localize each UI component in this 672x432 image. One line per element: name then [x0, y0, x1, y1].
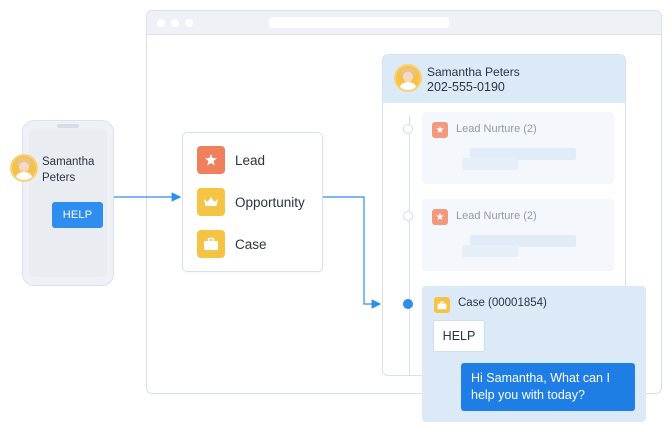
phone-notch: [57, 124, 79, 128]
timeline-dot: [403, 211, 413, 221]
briefcase-icon: [197, 230, 225, 258]
message-placeholder: [470, 148, 576, 160]
timeline-line: [409, 115, 410, 375]
address-bar: [269, 17, 449, 28]
avatar: [394, 64, 422, 92]
contact-first-name: Samantha: [42, 156, 95, 168]
contact-last-name: Peters: [42, 172, 76, 184]
menu-item-opportunity[interactable]: Opportunity: [197, 188, 305, 216]
timeline-entry-label: Lead Nurture (2): [456, 210, 537, 222]
briefcase-icon: [434, 297, 450, 313]
timeline-entry-lead-nurture[interactable]: ★ Lead Nurture (2): [422, 112, 614, 184]
timeline-dot: [403, 124, 413, 134]
message-placeholder: [462, 158, 518, 170]
header-contact-phone: 202-555-0190: [427, 80, 505, 94]
help-button[interactable]: HELP: [52, 202, 103, 228]
browser-title-bar: [147, 11, 661, 35]
phone-contact-name: Samantha Peters: [42, 154, 112, 186]
avatar: [10, 154, 38, 182]
star-person-icon: ★: [432, 209, 448, 225]
timeline-entry-label: Lead Nurture (2): [456, 123, 537, 135]
timeline-dot-active: [403, 299, 413, 309]
star-person-icon: ★: [432, 122, 448, 138]
star-person-icon: [197, 146, 225, 174]
timeline-entry-lead-nurture[interactable]: ★ Lead Nurture (2): [422, 199, 614, 271]
window-dot: [157, 19, 165, 27]
crown-icon: [197, 188, 225, 216]
menu-item-label: Opportunity: [235, 194, 305, 210]
record-type-menu: Lead Opportunity Case: [182, 132, 323, 272]
header-contact-name: Samantha Peters: [427, 65, 520, 79]
message-placeholder: [462, 245, 518, 257]
case-label: Case (00001854): [458, 297, 547, 309]
menu-item-lead[interactable]: Lead: [197, 146, 265, 174]
window-dot: [185, 19, 193, 27]
menu-item-label: Lead: [235, 152, 266, 168]
incoming-message: HELP: [433, 320, 485, 352]
window-dot: [171, 19, 179, 27]
message-placeholder: [470, 235, 576, 247]
timeline-entry-case[interactable]: Case (00001854) HELP Hi Samantha, What c…: [422, 286, 646, 422]
timeline-header: Samantha Peters 202-555-0190: [383, 55, 625, 103]
reply-message: Hi Samantha, What can I help you with to…: [461, 363, 635, 411]
menu-item-case[interactable]: Case: [197, 230, 267, 258]
menu-item-label: Case: [235, 236, 267, 252]
